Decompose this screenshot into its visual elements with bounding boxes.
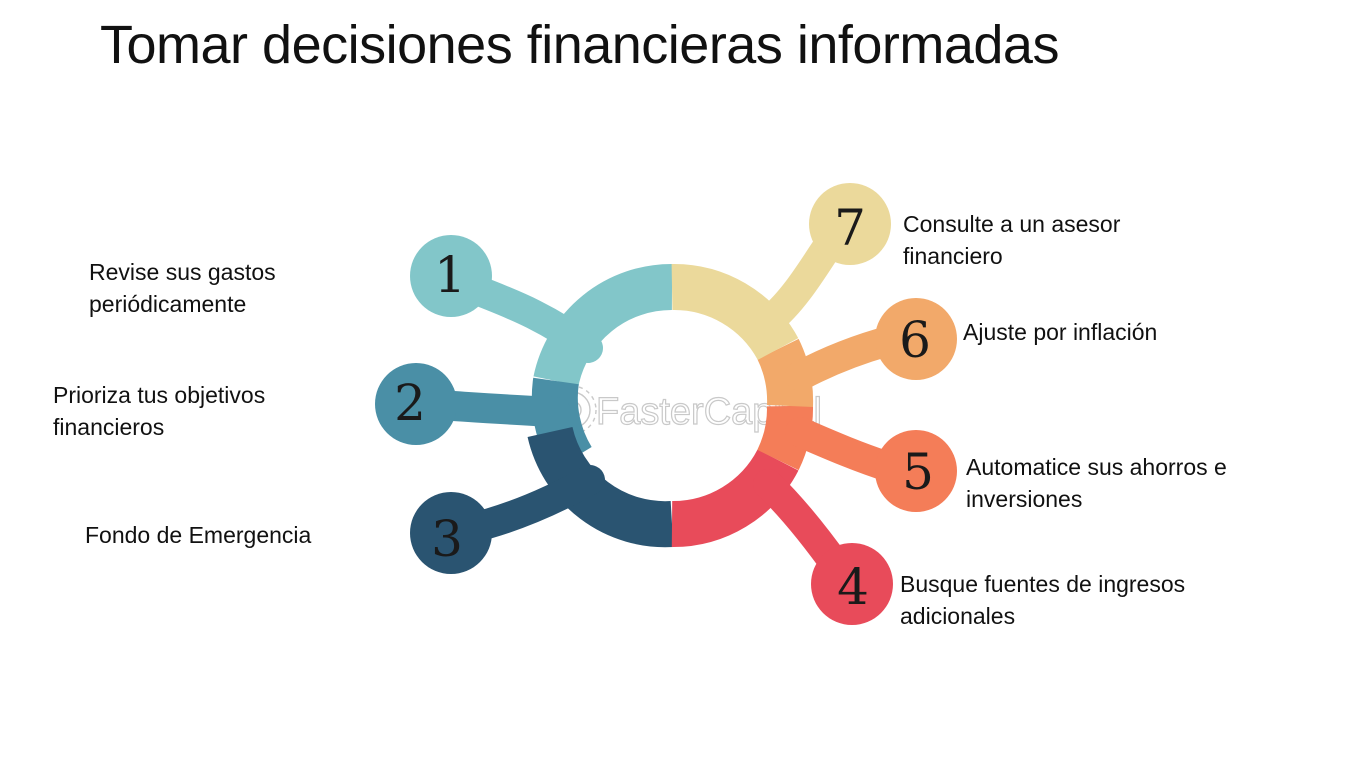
page-title: Tomar decisiones financieras informadas <box>100 15 1059 75</box>
step-5: 5 <box>757 405 957 512</box>
step-1-number: 1 <box>434 246 466 304</box>
step-3-bubble <box>410 492 492 574</box>
step-6: 6 <box>757 298 957 407</box>
step-5-number: 5 <box>902 443 934 501</box>
step-7-bubble <box>809 183 891 265</box>
step-3-number: 3 <box>431 510 463 568</box>
step-1-label: Revise sus gastos periódicamente <box>89 259 276 317</box>
step-7-label: Consulte a un asesor financiero <box>903 211 1121 269</box>
step-1-connector <box>457 273 603 363</box>
step-7: 7 <box>671 183 891 361</box>
step-1-bubble <box>410 235 492 317</box>
step-6-number: 6 <box>899 311 931 369</box>
step-3: 3 <box>410 426 674 574</box>
step-2-number: 2 <box>394 374 426 432</box>
step-4-label: Busque fuentes de ingresos adicionales <box>900 571 1186 629</box>
step-6-label: Ajuste por inflación <box>963 319 1158 345</box>
step-6-bubble <box>875 298 957 380</box>
step-5-label: Automatice sus ahorros e inversiones <box>966 454 1227 512</box>
step-4-bubble <box>811 543 893 625</box>
step-5-bubble <box>875 430 957 512</box>
step-1: 1 <box>410 235 673 387</box>
step-4: 4 <box>671 448 893 625</box>
step-1-ring-segment <box>533 263 673 387</box>
step-2-bubble <box>375 363 457 445</box>
step-3-label: Fondo de Emergencia <box>85 522 312 548</box>
step-7-ring-segment <box>671 264 799 361</box>
step-4-number: 4 <box>837 558 869 616</box>
step-2-label: Prioriza tus objetivos financieros <box>53 382 266 440</box>
step-7-number: 7 <box>834 199 866 257</box>
step-3-ring-segment <box>527 426 674 548</box>
